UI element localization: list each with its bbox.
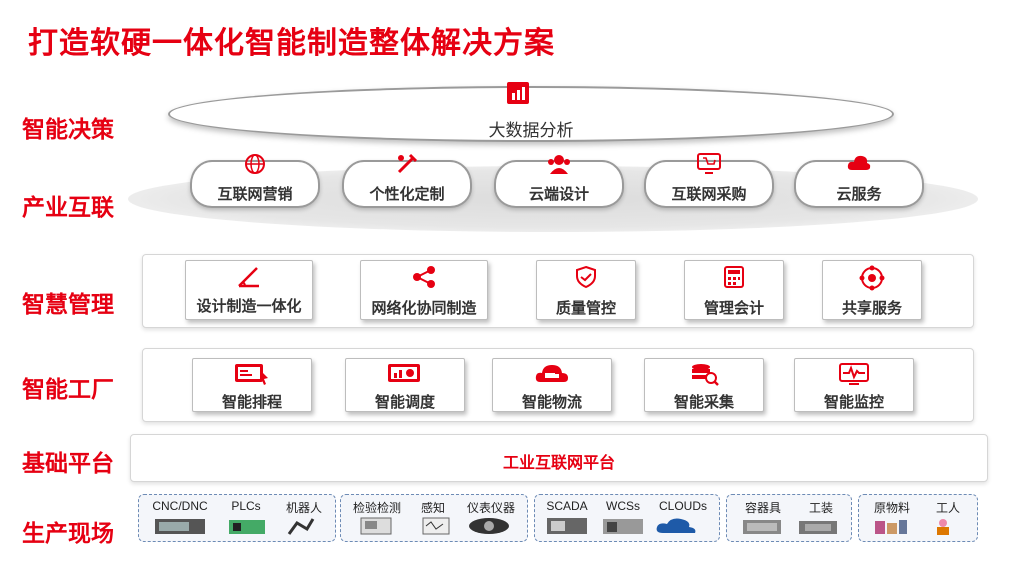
field-item-sensing: 感知 — [420, 501, 445, 515]
equipment-images — [875, 519, 949, 535]
factory-item-label: 智能排程 — [221, 394, 282, 411]
row-label-factory: 智能工厂 — [22, 376, 114, 402]
factory-item-label: 智能采集 — [673, 394, 734, 411]
field-group-1: CNC/DNC PLCs 机器人 — [138, 494, 336, 542]
platform-layer: 工业互联网平台 — [130, 434, 988, 482]
industry-item-customization[interactable]: 个性化定制 — [342, 153, 472, 208]
shield-check-icon — [574, 265, 598, 294]
management-item-label: 设计制造一体化 — [196, 298, 302, 315]
calculator-icon — [722, 265, 746, 294]
schedule-screen-icon — [234, 362, 270, 391]
equipment-images — [743, 520, 837, 534]
equipment-images — [547, 518, 696, 534]
page-title: 打造软硬一体化智能制造整体解决方案 — [28, 27, 555, 60]
bar-chart-icon — [507, 82, 529, 109]
equipment-images — [360, 517, 509, 535]
field-item-instruments: 仪表仪器 — [466, 501, 515, 515]
management-item-quality[interactable]: 质量管控 — [536, 260, 636, 320]
share-network-icon — [411, 265, 437, 294]
field-item-plcs: PLCs — [231, 499, 261, 513]
truck-cloud-icon — [534, 362, 570, 391]
field-group-3: SCADA WCSs CLOUDs — [534, 494, 720, 542]
management-item-label: 网络化协同制造 — [371, 300, 477, 317]
industry-item-cloud-design[interactable]: 云端设计 — [494, 155, 624, 208]
factory-item-collection[interactable]: 智能采集 — [644, 358, 764, 412]
field-item-inspection: 检验检测 — [352, 501, 401, 515]
industry-item-cloud-service[interactable]: 云服务 — [794, 155, 924, 208]
row-label-management: 智慧管理 — [22, 291, 114, 317]
platform-label: 工业互联网平台 — [502, 455, 615, 472]
row-label-field: 生产现场 — [22, 520, 114, 546]
field-item-workers: 工人 — [935, 501, 960, 515]
field-group-5: 原物料 工人 — [858, 494, 978, 542]
factory-item-dispatch[interactable]: 智能调度 — [345, 358, 465, 412]
field-item-materials: 原物料 — [873, 501, 910, 515]
factory-item-scheduling[interactable]: 智能排程 — [192, 358, 312, 412]
database-search-icon — [689, 362, 719, 391]
field-item-fixtures: 工装 — [808, 501, 833, 515]
industry-item-purchasing[interactable]: 互联网采购 — [644, 153, 774, 208]
management-item-shared-service[interactable]: 共享服务 — [822, 260, 922, 320]
industry-item-label: 个性化定制 — [369, 186, 445, 203]
people-icon — [546, 152, 572, 181]
design-tools-icon — [236, 265, 262, 294]
factory-item-logistics[interactable]: 智能物流 — [492, 358, 612, 412]
field-item-wcss: WCSs — [606, 499, 640, 513]
industry-item-marketing[interactable]: 互联网营销 — [190, 154, 320, 208]
monitor-pulse-icon — [838, 362, 870, 391]
industry-item-label: 互联网采购 — [671, 186, 747, 203]
factory-item-label: 智能调度 — [374, 394, 435, 411]
factory-item-label: 智能物流 — [521, 394, 582, 411]
field-item-robot: 机器人 — [285, 501, 322, 515]
row-label-decision: 智能决策 — [22, 116, 114, 142]
dispatch-screen-icon — [387, 362, 423, 391]
cloud-icon — [846, 152, 872, 179]
management-item-label: 质量管控 — [555, 300, 616, 317]
row-label-industry: 产业互联 — [22, 194, 114, 220]
industry-item-label: 互联网营销 — [217, 186, 293, 203]
industry-item-label: 云端设计 — [528, 186, 589, 203]
equipment-images — [155, 518, 315, 535]
field-group-4: 容器具 工装 — [726, 494, 852, 542]
management-item-label: 管理会计 — [703, 300, 764, 317]
management-item-accounting[interactable]: 管理会计 — [684, 260, 784, 320]
management-item-design[interactable]: 设计制造一体化 — [185, 260, 313, 320]
management-item-collaboration[interactable]: 网络化协同制造 — [360, 260, 488, 320]
factory-item-monitoring[interactable]: 智能监控 — [794, 358, 914, 412]
cart-screen-icon — [696, 152, 722, 181]
globe-icon — [243, 152, 267, 181]
industry-item-label: 云服务 — [836, 186, 882, 203]
share-circle-icon — [859, 265, 885, 296]
row-label-platform: 基础平台 — [22, 450, 114, 476]
field-item-cnc: CNC/DNC — [152, 499, 208, 513]
big-data-cloud: 大数据分析 — [168, 86, 894, 142]
factory-item-label: 智能监控 — [823, 394, 884, 411]
field-item-clouds: CLOUDs — [658, 499, 707, 513]
field-item-scada: SCADA — [546, 499, 588, 513]
tools-icon — [395, 152, 419, 181]
field-group-2: 检验检测 感知 仪表仪器 — [340, 494, 528, 542]
field-item-containers: 容器具 — [744, 501, 781, 515]
management-item-label: 共享服务 — [841, 300, 902, 317]
big-data-label: 大数据分析 — [488, 121, 574, 140]
